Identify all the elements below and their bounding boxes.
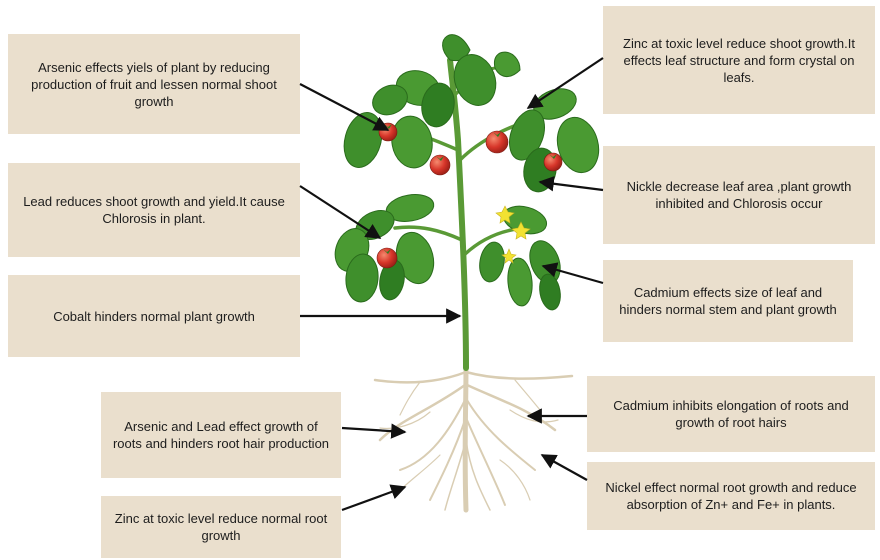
- leaves: [329, 35, 604, 312]
- arrow-lead-shoot: [300, 186, 380, 238]
- arrow-zinc-root: [342, 487, 405, 510]
- arrow-nickel-root: [542, 455, 587, 480]
